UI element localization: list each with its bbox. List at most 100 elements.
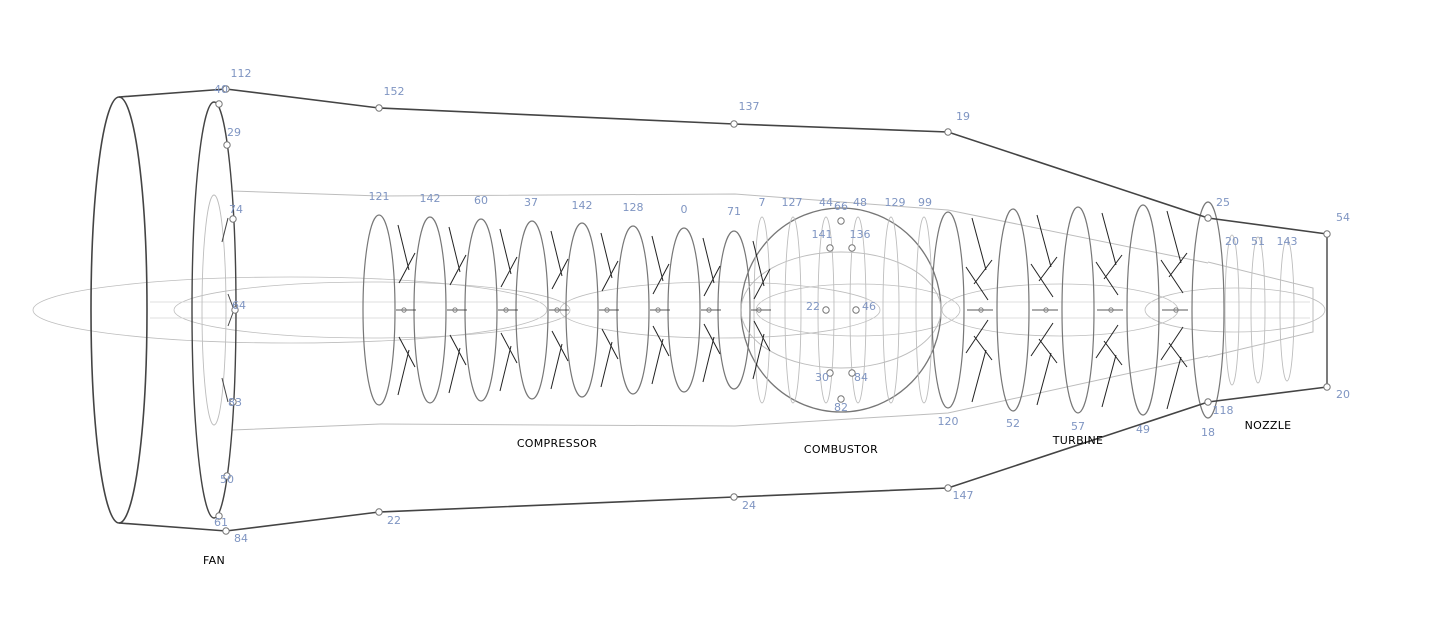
compressor-stage-ring <box>616 225 650 395</box>
turbine-blade <box>1168 252 1188 278</box>
outer-casing-point <box>1323 383 1331 391</box>
blade-strokes <box>221 210 1188 410</box>
turbine-blade <box>1030 322 1054 357</box>
turbine-blade <box>1166 356 1182 410</box>
outer-casing-point <box>1204 398 1212 406</box>
combustor-ring <box>817 216 835 404</box>
rotor-hub-point <box>978 307 984 313</box>
compressor-blade <box>397 224 410 271</box>
compressor-stage-ring <box>464 218 498 402</box>
compressor-blade <box>652 263 670 295</box>
turbine-stage-ring <box>1191 201 1225 419</box>
section-label-nozzle: NOZZLE <box>1245 419 1292 432</box>
rotor-hub-point <box>604 307 610 313</box>
compressor-blade <box>500 256 518 288</box>
node-label: 20 <box>1225 235 1239 248</box>
node-label: 129 <box>885 196 906 209</box>
node-label: 82 <box>834 401 848 414</box>
turbine-blade <box>1160 326 1184 361</box>
compressor-blade <box>398 252 416 284</box>
node-label: 52 <box>1006 417 1020 430</box>
fan-hub-point <box>223 472 231 480</box>
combustor-ring <box>915 216 933 404</box>
section-label-turbine: TURBINE <box>1052 434 1103 447</box>
rotor-hub-point <box>503 307 509 313</box>
node-label: 118 <box>1213 404 1234 417</box>
compressor-blade <box>702 237 715 284</box>
section-label-compressor: COMPRESSOR <box>517 437 597 450</box>
inlet-ring <box>90 96 148 524</box>
node-label: 60 <box>474 194 488 207</box>
fan-hub-ring <box>201 194 227 426</box>
compressor-blade <box>448 347 461 394</box>
compressor-blade <box>600 341 613 388</box>
compressor-blade <box>550 230 563 277</box>
node-label: 137 <box>739 100 760 113</box>
turbine-stage-ring <box>1061 206 1095 414</box>
outer-casing-point <box>222 527 230 535</box>
fan-blade <box>221 217 229 243</box>
compressor-stage-ring <box>413 216 447 404</box>
outer-casing-bottom <box>118 386 1328 532</box>
compressor-blade <box>702 336 715 383</box>
combustor-point <box>852 306 860 314</box>
rotor-hub-point <box>1108 307 1114 313</box>
outer-casing-point <box>730 493 738 501</box>
turbine-blade <box>1101 354 1117 408</box>
node-label: 48 <box>853 196 867 209</box>
node-label: 121 <box>369 190 390 203</box>
node-label: 25 <box>1216 196 1230 209</box>
compressor-blade <box>500 332 518 364</box>
node-label: 18 <box>1201 426 1215 439</box>
compressor-blade <box>703 265 721 297</box>
turbine-blade <box>1030 263 1054 298</box>
faint-ellipse <box>32 276 548 344</box>
compressor-blade <box>551 330 569 362</box>
compressor-stage-ring <box>362 214 396 406</box>
node-label: 61 <box>214 516 228 529</box>
compressor-blade <box>652 325 670 357</box>
turbine-stage-ring <box>1126 204 1160 416</box>
core-casing-top <box>231 190 1209 264</box>
node-label: 44 <box>819 196 833 209</box>
turbine-blade <box>1038 338 1058 364</box>
node-label: 22 <box>806 300 820 313</box>
rotor-hub-point <box>452 307 458 313</box>
turbine-blade <box>1103 340 1123 366</box>
node-label: 141 <box>812 228 833 241</box>
outer-casing-point <box>944 128 952 136</box>
core-casing-bottom <box>231 355 1209 431</box>
compressor-stage-ring <box>515 220 549 400</box>
compressor-blade <box>449 254 467 286</box>
combustor-point <box>837 395 845 403</box>
fan-hub-point <box>223 141 231 149</box>
faint-ellipse <box>173 281 571 339</box>
compressor-blade <box>397 349 410 396</box>
section-label-fan: FAN <box>203 554 225 567</box>
node-points <box>215 85 1331 535</box>
fan-hub-point <box>229 398 237 406</box>
compressor-blade <box>753 320 771 352</box>
faint-axis-ellipses <box>32 276 1326 344</box>
node-label: 51 <box>1251 235 1265 248</box>
node-label: 37 <box>524 196 538 209</box>
node-label: 128 <box>623 201 644 214</box>
combustor-point <box>822 306 830 314</box>
combustor-ring <box>882 216 900 404</box>
node-label: 99 <box>918 196 932 209</box>
turbine-blade <box>1168 342 1188 368</box>
compressor-stage-ring <box>667 227 701 393</box>
section-label-combustor: COMBUSTOR <box>804 443 878 456</box>
node-label: 30 <box>815 371 829 384</box>
nozzle-cone <box>1207 261 1314 358</box>
turbine-blade <box>1101 212 1117 266</box>
combustor-ring <box>784 216 802 404</box>
rotor-hub-point <box>756 307 762 313</box>
compressor-blade <box>753 268 771 300</box>
combustor-liner <box>740 251 942 369</box>
turbine-blade <box>1103 254 1123 280</box>
node-label: 152 <box>384 85 405 98</box>
compressor-stage-ring <box>565 222 599 398</box>
combustor-point <box>826 244 834 252</box>
